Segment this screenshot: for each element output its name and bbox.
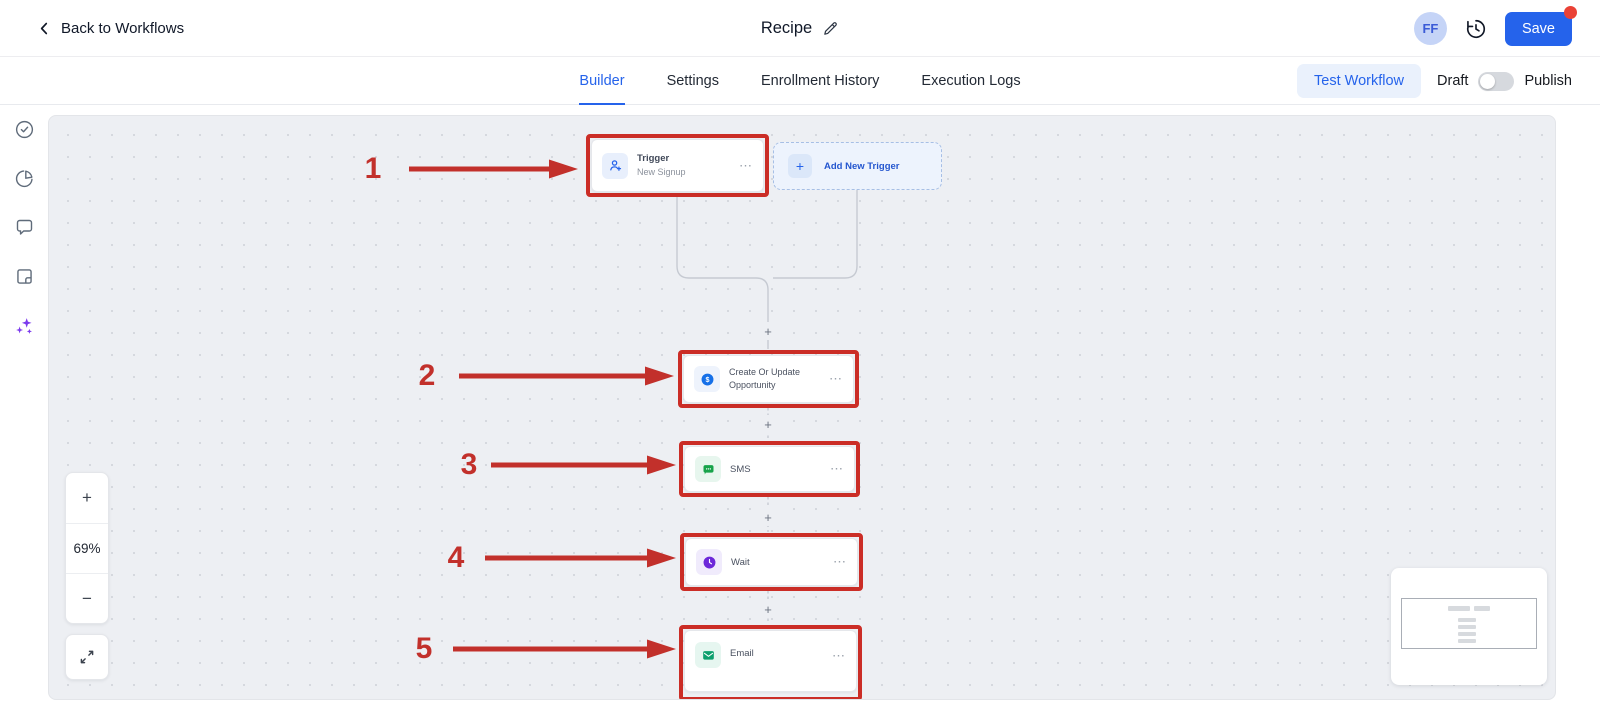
- test-workflow-button[interactable]: Test Workflow: [1297, 64, 1422, 98]
- node-trigger-menu-icon[interactable]: ⋯: [739, 157, 753, 173]
- page-title: Recipe: [760, 19, 813, 37]
- tab-settings[interactable]: Settings: [666, 73, 719, 89]
- add-new-trigger-button[interactable]: + Add New Trigger: [773, 142, 942, 190]
- connector-trigger-to-step2: [676, 197, 769, 349]
- annotation-arrow-5-head: [647, 639, 676, 659]
- node-email-menu-icon[interactable]: ⋯: [832, 648, 846, 663]
- add-step-button-1[interactable]: +: [759, 322, 777, 340]
- sidebar-item-ai[interactable]: [0, 301, 48, 350]
- annotation-arrow-1-head: [549, 159, 578, 179]
- sidebar-item-checks[interactable]: [0, 105, 48, 154]
- back-to-workflows-button[interactable]: Back to Workflows: [36, 20, 184, 37]
- tab-execution-logs[interactable]: Execution Logs: [921, 73, 1021, 89]
- workflow-canvas[interactable]: 1 2 3 4 5 Trigger New Signup ⋯ + Add New…: [48, 115, 1556, 700]
- svg-text:$: $: [705, 376, 709, 384]
- add-step-button-3[interactable]: +: [759, 508, 777, 526]
- left-icon-rail: [0, 105, 48, 723]
- plus-icon: +: [788, 154, 812, 178]
- tab-bar: Builder Settings Enrollment History Exec…: [0, 57, 1600, 105]
- node-trigger-subtitle: New Signup: [637, 166, 686, 177]
- annotation-arrow-4-head: [647, 548, 676, 568]
- node-create-or-update-opportunity[interactable]: $ Create Or Update Opportunity ⋯: [683, 355, 854, 403]
- annotation-number-4: 4: [447, 541, 465, 574]
- sidebar-item-notes[interactable]: [0, 252, 48, 301]
- add-new-trigger-label: Add New Trigger: [824, 160, 900, 172]
- fit-screen-button[interactable]: [65, 634, 109, 680]
- connector-layer: [409, 159, 858, 659]
- annotation-number-1: 1: [364, 152, 382, 185]
- annotation-box-2: [678, 350, 859, 408]
- email-envelope-icon: [702, 650, 714, 660]
- node-sms-label: SMS: [730, 463, 751, 475]
- annotation-number-5: 5: [415, 632, 433, 665]
- annotation-number-3: 3: [460, 448, 478, 481]
- wait-clock-icon: [703, 556, 715, 568]
- publish-label: Publish: [1524, 73, 1572, 89]
- node-opportunity-menu-icon[interactable]: ⋯: [829, 371, 843, 386]
- expand-arrows-icon: [80, 650, 94, 664]
- annotation-arrow-2-head: [645, 366, 674, 386]
- connector-addtrigger-merge: [773, 190, 858, 279]
- annotation-number-2: 2: [418, 359, 436, 392]
- annotation-arrow-3-shaft: [491, 462, 649, 468]
- node-email-label: Email: [730, 648, 754, 659]
- sidebar-item-comments[interactable]: [0, 203, 48, 252]
- zoom-controls: + 69% −: [65, 472, 109, 624]
- annotation-arrow-3-head: [647, 455, 676, 475]
- opportunity-dollar-icon: $: [701, 373, 713, 385]
- add-step-button-4[interactable]: +: [759, 600, 777, 618]
- check-circle-icon: [15, 120, 33, 139]
- annotation-arrow-5-shaft: [453, 646, 649, 652]
- zoom-level: 69%: [66, 523, 108, 573]
- minimap[interactable]: [1391, 568, 1547, 685]
- add-step-button-2[interactable]: +: [759, 415, 777, 433]
- annotation-arrow-2-shaft: [459, 373, 647, 379]
- annotation-box-5: [679, 625, 862, 699]
- zoom-in-button[interactable]: +: [82, 488, 92, 507]
- toggle-knob: [1480, 73, 1496, 89]
- annotation-box-3: [679, 441, 860, 497]
- annotation-box-4: [680, 533, 863, 591]
- chevron-left-icon: [40, 22, 48, 34]
- node-wait-label: Wait: [731, 556, 750, 568]
- history-clock-icon[interactable]: [1465, 18, 1487, 40]
- save-button[interactable]: Save: [1504, 11, 1572, 46]
- annotation-arrow-4-shaft: [485, 555, 649, 561]
- node-trigger[interactable]: Trigger New Signup ⋯: [591, 139, 764, 192]
- user-plus-icon: [609, 160, 621, 171]
- publish-toggle[interactable]: [1478, 71, 1515, 91]
- annotation-arrows: [409, 159, 676, 659]
- sparkles-ai-icon: [15, 318, 32, 334]
- minimap-viewport: [1401, 598, 1537, 649]
- annotation-box-1: [586, 134, 769, 197]
- node-email[interactable]: Email ⋯: [684, 630, 857, 692]
- node-wait[interactable]: Wait ⋯: [685, 538, 858, 586]
- note-page-icon: [16, 269, 32, 284]
- tab-enrollment-history[interactable]: Enrollment History: [760, 73, 880, 89]
- avatar[interactable]: FF: [1413, 12, 1447, 45]
- sidebar-item-stats[interactable]: [0, 154, 48, 203]
- node-sms[interactable]: SMS ⋯: [684, 446, 855, 492]
- pie-chart-icon: [15, 170, 33, 188]
- app-header: Back to Workflows Recipe FF Save: [0, 0, 1600, 57]
- node-wait-menu-icon[interactable]: ⋯: [833, 554, 847, 569]
- sms-bubble-icon: [703, 464, 713, 474]
- node-trigger-title: Trigger: [637, 153, 670, 165]
- node-opportunity-label: Create Or Update Opportunity: [729, 366, 801, 390]
- tab-builder[interactable]: Builder: [579, 57, 625, 105]
- draft-label: Draft: [1437, 73, 1469, 89]
- back-label: Back to Workflows: [61, 19, 185, 37]
- edit-title-icon[interactable]: [822, 20, 839, 37]
- chat-bubble-icon: [16, 219, 32, 235]
- node-sms-menu-icon[interactable]: ⋯: [830, 461, 844, 476]
- zoom-out-button[interactable]: −: [66, 573, 108, 623]
- annotation-arrow-1-shaft: [409, 166, 551, 172]
- unsaved-changes-dot: [1564, 5, 1577, 19]
